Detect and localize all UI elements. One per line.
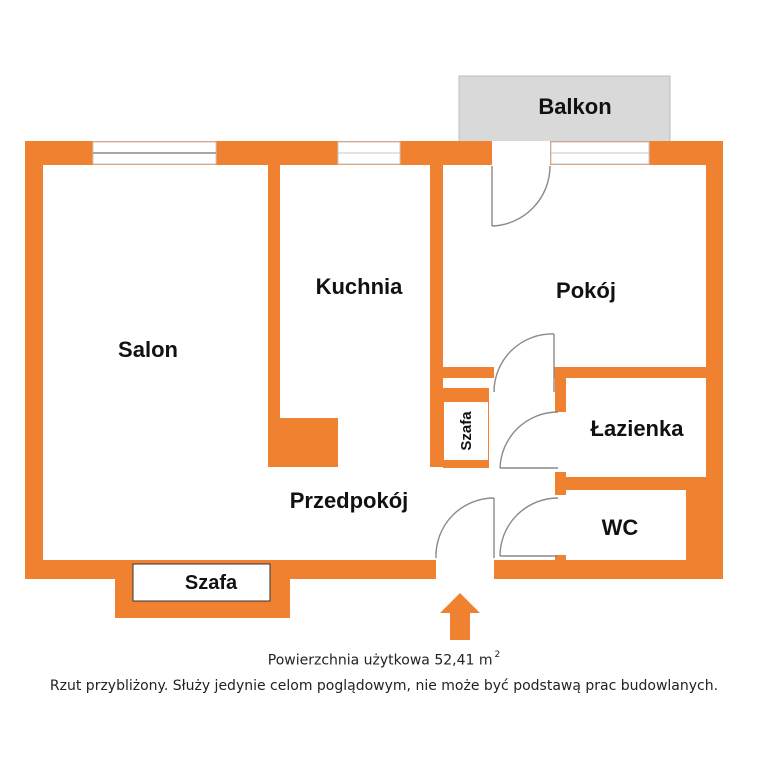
room-label-pokoj: Pokój (556, 278, 616, 303)
kitchen-pillar (268, 418, 338, 467)
door-pokoj (493, 333, 555, 393)
entrance-arrow-icon (440, 593, 480, 640)
salon-kuchnia-wall (268, 165, 280, 467)
kuchnia-room (280, 165, 430, 465)
pokoj-room (443, 165, 706, 367)
kuchnia-pokoj-wall (430, 165, 443, 467)
area-unit-superscript: 2 (494, 650, 501, 660)
door-wc (499, 497, 559, 557)
room-label-balkon: Balkon (538, 94, 611, 119)
salon-room (43, 165, 268, 560)
area-text: Powierzchnia użytkowa 52,41 m (267, 652, 493, 669)
szafa-bottom-room (132, 563, 271, 602)
przedpokoj-room (268, 465, 433, 560)
balcony-door-opening (492, 141, 550, 166)
disclaimer-text: Rzut przybliżony. Służy jedynie celom po… (49, 678, 719, 694)
room-label-szafa-bottom: Szafa (185, 572, 238, 594)
room-label-salon: Salon (118, 337, 178, 362)
door-entrance (435, 497, 495, 559)
lazienka-door-opening (553, 412, 567, 472)
balcony-area (458, 75, 671, 143)
pokoj-door-opening (494, 334, 554, 390)
room-label-przedpokoj: Przedpokój (290, 488, 409, 513)
room-label-kuchnia: Kuchnia (316, 274, 404, 299)
wc-door-opening (553, 495, 567, 555)
room-label-wc: WC (602, 515, 639, 540)
lazienka-room (566, 378, 706, 477)
room-label-lazienka: Łazienka (591, 416, 685, 441)
door-lazienka (499, 411, 559, 469)
door-balcony (491, 165, 551, 227)
szafa-small-room (444, 402, 488, 460)
room-label-szafa-small: Szafa (458, 411, 475, 451)
entrance-opening (436, 559, 494, 580)
wc-room (566, 490, 686, 560)
